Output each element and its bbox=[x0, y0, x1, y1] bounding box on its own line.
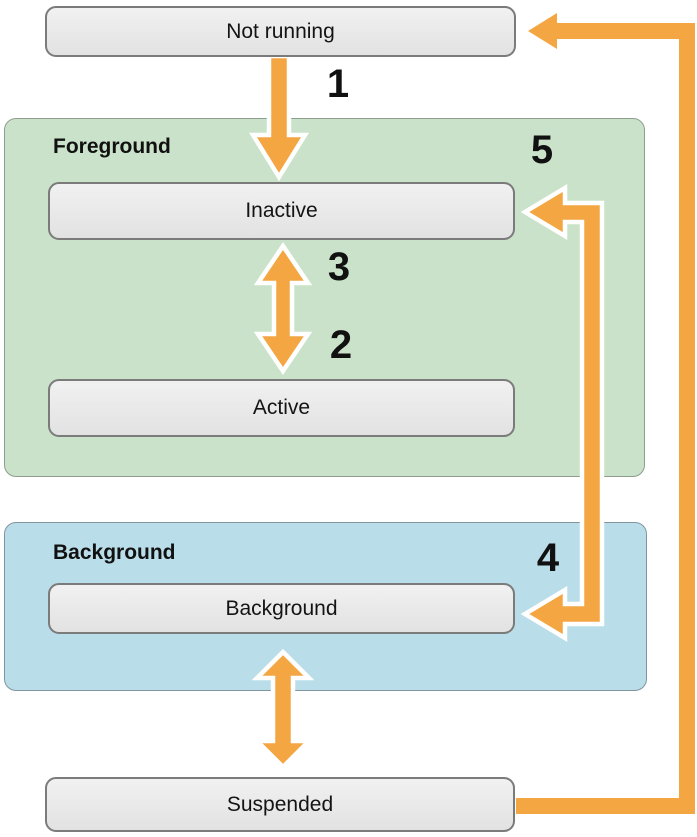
transition-number-5: 5 bbox=[530, 128, 554, 172]
transition-number-1: 1 bbox=[326, 62, 350, 106]
state-suspended: Suspended bbox=[45, 777, 515, 832]
loop-arrowhead-icon bbox=[528, 13, 557, 49]
state-label: Not running bbox=[226, 19, 335, 43]
background-group-label: Background bbox=[53, 541, 176, 564]
transition-number-3: 3 bbox=[327, 245, 351, 289]
state-inactive: Inactive bbox=[48, 182, 515, 240]
state-label: Suspended bbox=[226, 792, 334, 816]
state-label: Background bbox=[225, 596, 338, 620]
state-label: Inactive bbox=[245, 199, 318, 222]
state-label: Active bbox=[252, 396, 311, 419]
state-background: Background bbox=[48, 583, 515, 634]
foreground-group-label: Foreground bbox=[53, 135, 171, 158]
state-not-running: Not running bbox=[45, 6, 516, 57]
transition-number-4: 4 bbox=[536, 536, 560, 580]
transition-number-2: 2 bbox=[329, 323, 353, 367]
state-active: Active bbox=[48, 379, 515, 437]
